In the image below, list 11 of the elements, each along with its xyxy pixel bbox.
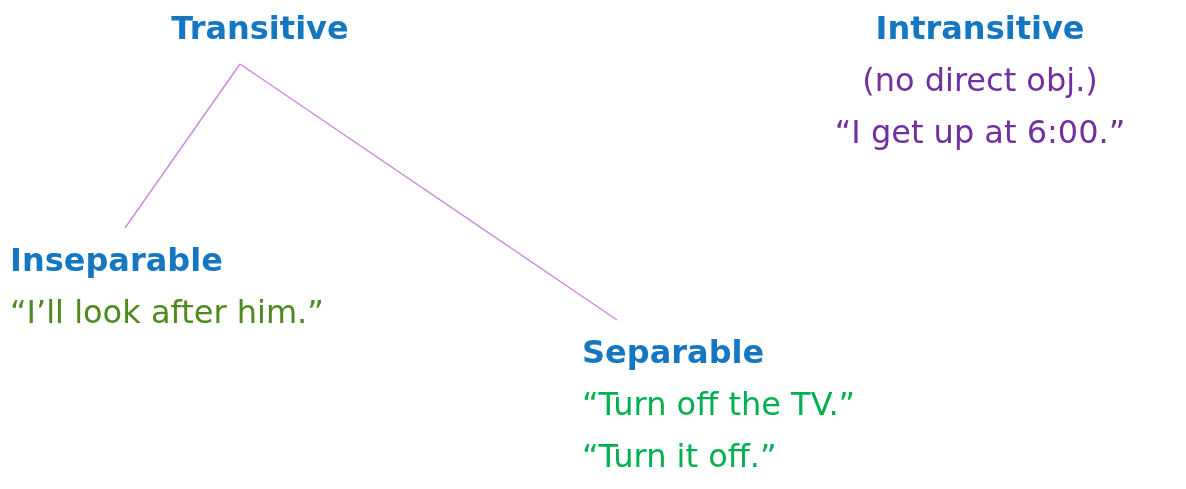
- heading-text: Inseparable: [10, 240, 223, 281]
- example-text: “I’ll look after him.”: [10, 292, 324, 333]
- heading-text: Transitive: [171, 8, 349, 49]
- heading-text: Separable: [582, 332, 765, 373]
- example-text: (no direct obj.): [862, 60, 1098, 101]
- example-text: “Turn off the TV.”: [582, 384, 856, 425]
- connector-line: [124, 63, 241, 229]
- example-text: “Turn it off.”: [582, 436, 777, 477]
- example-text: “I get up at 6:00.”: [834, 112, 1126, 153]
- heading-text: Intransitive: [875, 8, 1085, 49]
- connector-line: [239, 63, 618, 321]
